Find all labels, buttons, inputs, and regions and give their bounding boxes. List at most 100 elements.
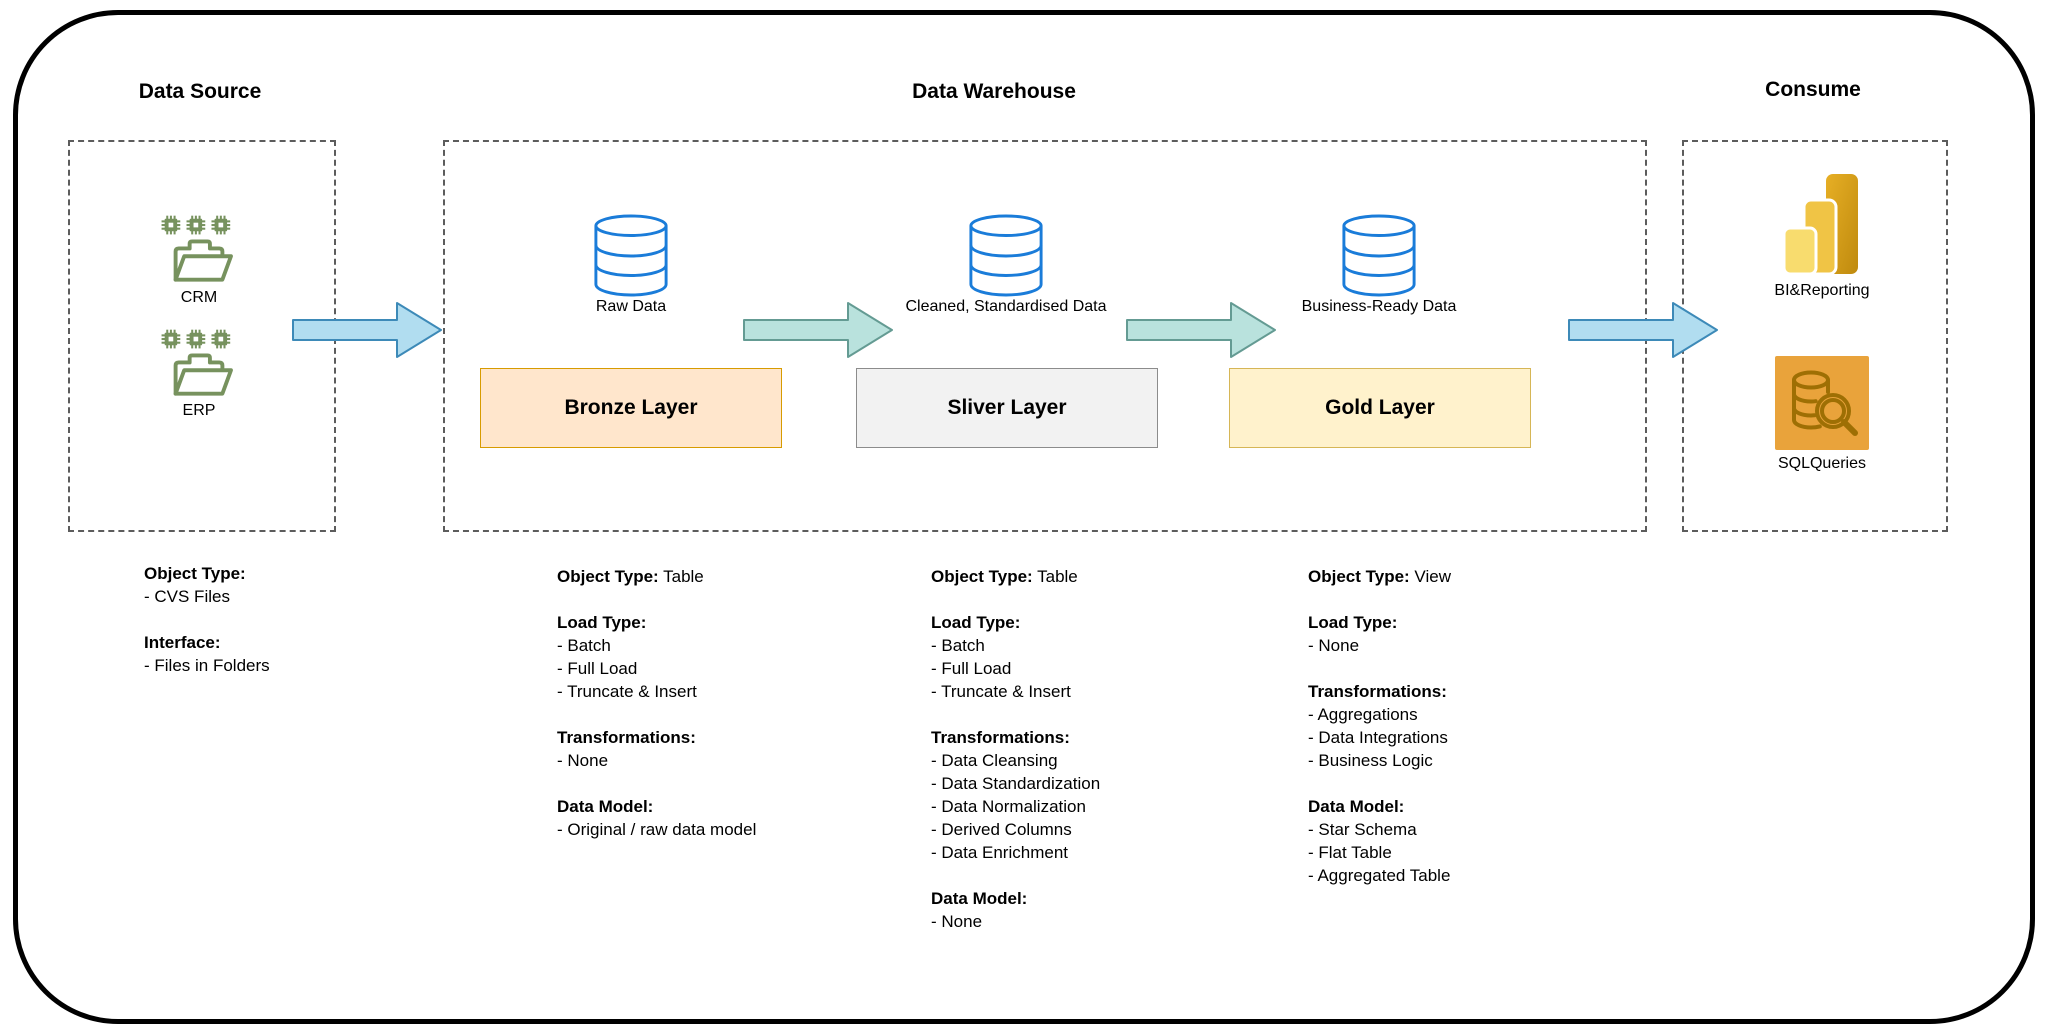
data-source-title: Data Source: [138, 80, 262, 103]
folder-gears-icon: [160, 212, 238, 288]
raw-data-label: Raw Data: [595, 298, 667, 315]
info-section: Object Type: - CVS Files: [144, 562, 534, 608]
info-section: Data Model: - Star Schema - Flat Table - Ag…: [1308, 795, 1698, 887]
database-icon: [592, 213, 670, 297]
info-line: - None: [1308, 636, 1360, 655]
info-section: Object Type: View: [1308, 565, 1698, 588]
database-icon: [1340, 213, 1418, 297]
info-section-title-line: Object Type: Table: [557, 565, 947, 588]
info-section: Object Type: Table: [557, 565, 947, 588]
info-section: Interface: - Files in Folders: [144, 631, 534, 677]
info-line: - Files in Folders: [144, 656, 270, 675]
gold-layer-label: Gold Layer: [1325, 396, 1435, 419]
flow-arrow-icon: [1126, 300, 1278, 360]
info-section-title-line: Load Type:: [557, 611, 947, 634]
info-section-title-line: Object Type: Table: [931, 565, 1321, 588]
sliver-layer-box: Sliver Layer: [856, 368, 1158, 448]
info-section-title: Load Type:: [557, 613, 647, 632]
info-line: - Flat Table: [1308, 843, 1392, 862]
info-section: Transformations:- Data Cleansing- Data S…: [931, 726, 1321, 864]
info-section-inline-value: Table: [1032, 567, 1078, 586]
database-search-icon: [1775, 356, 1869, 450]
outer-frame: [13, 10, 2035, 1024]
info-line: - Truncate & Insert: [931, 682, 1071, 701]
info-line: - Aggregated Table: [1308, 866, 1451, 885]
info-section-title: Object Type:: [144, 564, 246, 583]
info-line: - Data Standardization: [931, 774, 1101, 793]
info-line: - Batch: [931, 636, 985, 655]
bronze-layer-box: Bronze Layer: [480, 368, 782, 448]
info-section-title-line: Transformations:: [931, 726, 1321, 749]
info-section: Object Type: Table: [931, 565, 1321, 588]
cleaned-data-label: Cleaned, Standardised Data: [905, 298, 1107, 315]
flow-arrow-icon: [743, 300, 895, 360]
info-line: - CVS Files: [144, 587, 230, 606]
info-line: - Derived Columns: [931, 820, 1072, 839]
info-section-title: Interface:: [144, 633, 221, 652]
info-section-title: Load Type:: [931, 613, 1021, 632]
chip-row: [161, 215, 231, 235]
sql-queries-label: SQLQueries: [1777, 455, 1867, 472]
info-line: - Aggregations: [1308, 705, 1418, 724]
info-line: - Full Load: [557, 659, 638, 678]
info-section-title: Data Model:: [557, 797, 654, 816]
info-section-title-line: Interface:: [144, 631, 534, 654]
info-section-title-line: Load Type:: [931, 611, 1321, 634]
info-line: - Star Schema: [1308, 820, 1417, 839]
info-section: Load Type: - Batch - Full Load - Truncate &…: [557, 611, 947, 703]
business-ready-label: Business-Ready Data: [1301, 298, 1457, 315]
info-section-title-line: Data Model:: [931, 887, 1321, 910]
info-section-title: Data Model:: [931, 889, 1028, 908]
info-section: Load Type: - None: [1308, 611, 1698, 657]
info-section: Data Model: - None: [931, 887, 1321, 933]
info-line: - Data Enrichment: [931, 843, 1068, 862]
flow-arrow-icon: [292, 300, 444, 360]
info-section-title: Object Type:: [931, 567, 1033, 586]
consume-title: Consume: [1765, 78, 1861, 101]
info-section: Transformations: - Aggregations - Data Int…: [1308, 680, 1698, 772]
info-section-title-line: Load Type:: [1308, 611, 1698, 634]
data-warehouse-title: Data Warehouse: [912, 80, 1076, 103]
info-line: - Data Normalization: [931, 797, 1086, 816]
erp-label: ERP: [182, 402, 216, 419]
bi-reporting-label: BI&Reporting: [1774, 282, 1870, 299]
info-line: - Original / raw data model: [557, 820, 757, 839]
info-line: - Full Load: [931, 659, 1012, 678]
info-section-title-line: Data Model:: [557, 795, 947, 818]
info-line: - Data Integrations: [1308, 728, 1448, 747]
info-section-title: Object Type:: [1308, 567, 1410, 586]
info-section: Transformations: - None: [557, 726, 947, 772]
info-line: - Business Logic: [1308, 751, 1433, 770]
data-warehouse-box: [443, 140, 1647, 532]
crm-label: CRM: [180, 289, 218, 306]
info-section-title: Data Model:: [1308, 797, 1405, 816]
bronze-layer-label: Bronze Layer: [564, 396, 698, 419]
info-section-inline-value: View: [1409, 567, 1451, 586]
bar-chart-icon: [1778, 172, 1866, 276]
info-section-title: Transformations:: [1308, 682, 1447, 701]
info-line: - None: [931, 912, 983, 931]
info-section-title-line: Object Type:: [144, 562, 534, 585]
flow-arrow-icon: [1568, 300, 1720, 360]
info-section-title: Load Type:: [1308, 613, 1398, 632]
info-section-title-line: Transformations:: [1308, 680, 1698, 703]
database-icon: [967, 213, 1045, 297]
info-line: - Truncate & Insert: [557, 682, 697, 701]
info-section-title: Object Type:: [557, 567, 659, 586]
info-section-title: Transformations:: [557, 728, 696, 747]
info-line: - None: [557, 751, 609, 770]
info-section-inline-value: Table: [658, 567, 704, 586]
gold-layer-box: Gold Layer: [1229, 368, 1531, 448]
info-section-title-line: Data Model:: [1308, 795, 1698, 818]
info-section: Load Type: - Batch - Full Load - Truncate &…: [931, 611, 1321, 703]
folder-gears-icon: [160, 326, 238, 402]
info-section: Data Model: - Original / raw data model: [557, 795, 947, 841]
info-section-title-line: Transformations:: [557, 726, 947, 749]
sliver-layer-label: Sliver Layer: [947, 396, 1067, 419]
info-line: - Batch: [557, 636, 611, 655]
